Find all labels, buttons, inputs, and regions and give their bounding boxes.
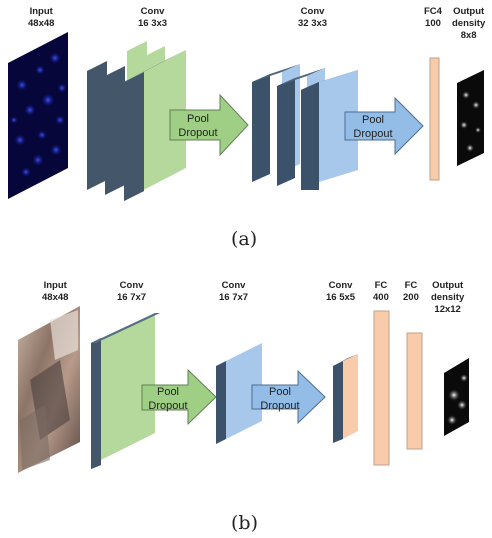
output-title-a: Output <box>453 6 485 17</box>
output-label-b: Output density 12x12 <box>431 280 464 316</box>
pool-dropout-arrow-1-a <box>169 93 249 157</box>
conv2-block-a <box>252 64 358 190</box>
output-size-a: 8x8 <box>460 30 477 41</box>
pool2-a-line1: Pool <box>362 114 384 126</box>
conv1-spec-a: 16 3x3 <box>138 18 168 29</box>
conv1-title-a: Conv <box>140 6 165 17</box>
conv1-block-a <box>87 41 186 201</box>
pool-dropout-arrow-2-b <box>251 369 326 425</box>
input-size-a: 48x48 <box>28 18 55 29</box>
conv2-label-a: Conv 32 3x3 <box>298 6 327 30</box>
input-title-a: Input <box>29 6 53 17</box>
conv1-spec-b: 16 7x7 <box>117 292 147 303</box>
conv3-spec-b: 16 5x5 <box>326 292 356 303</box>
conv2-title-a: Conv <box>300 6 325 17</box>
output-density-b <box>444 358 469 436</box>
conv1-label-a: Conv 16 3x3 <box>138 6 167 30</box>
pool1-a-line1: Pool <box>187 113 209 125</box>
input-size-b: 48x48 <box>42 292 69 303</box>
output-sub-a: density <box>452 18 486 29</box>
pool1-a-line2: Dropout <box>178 127 217 139</box>
input-title-b: Input <box>43 280 67 291</box>
fc1-title-b: FC <box>374 280 388 291</box>
panel-b <box>18 306 469 473</box>
fc4-label-a: FC4 100 <box>424 6 442 30</box>
fc4-layer-a <box>429 57 440 181</box>
input-image-b <box>18 306 80 473</box>
conv3-label-b: Conv 16 5x5 <box>326 280 355 304</box>
pool2-b-line2: Dropout <box>260 400 299 412</box>
fc2-size-b: 200 <box>403 292 419 303</box>
pool-dropout-arrow-1-b <box>141 368 217 426</box>
output-title-b: Output <box>432 280 464 291</box>
pool-dropout-arrow-2-a <box>344 96 424 156</box>
fc400-layer-b <box>373 310 390 466</box>
conv3-title-b: Conv <box>328 280 353 291</box>
conv2-label-b: Conv 16 7x7 <box>219 280 248 304</box>
fc4-title-a: FC4 <box>424 6 442 17</box>
caption-a: (a) <box>231 228 258 250</box>
input-image-a <box>8 32 68 199</box>
fc4-size-a: 100 <box>425 18 441 29</box>
conv3-block-b <box>333 354 358 443</box>
fc200-layer-b <box>406 332 423 450</box>
panel-a <box>8 32 484 201</box>
output-density-a <box>457 70 484 166</box>
fc1-size-b: 400 <box>373 292 389 303</box>
fc1-label-b: FC 400 <box>373 280 389 304</box>
fc2-title-b: FC <box>404 280 418 291</box>
input-label-b: Input 48x48 <box>42 280 68 304</box>
conv2-block-b <box>216 343 262 444</box>
conv2-spec-b: 16 7x7 <box>219 292 249 303</box>
caption-b: (b) <box>231 512 258 534</box>
output-label-a: Output density 8x8 <box>452 6 485 42</box>
output-sub-b: density <box>431 292 465 303</box>
conv2-spec-a: 32 3x3 <box>298 18 328 29</box>
pool2-b-line1: Pool <box>269 386 291 398</box>
input-label-a: Input 48x48 <box>28 6 54 30</box>
conv2-title-b: Conv <box>221 280 246 291</box>
conv1-block-b <box>91 313 160 469</box>
conv1-label-b: Conv 16 7x7 <box>117 280 146 304</box>
pool1-b-line1: Pool <box>157 386 179 398</box>
fc2-label-b: FC 200 <box>403 280 419 304</box>
pool1-b-line2: Dropout <box>148 400 187 412</box>
pool2-a-line2: Dropout <box>353 128 392 140</box>
conv1-title-b: Conv <box>119 280 144 291</box>
output-size-b: 12x12 <box>434 304 461 315</box>
